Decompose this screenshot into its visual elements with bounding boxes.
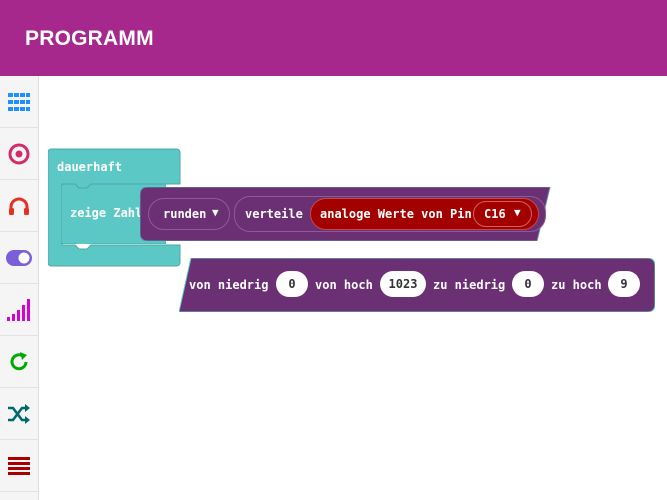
toolbox-category-variables[interactable] <box>0 440 38 492</box>
toolbox-sidebar <box>0 76 39 500</box>
forever-label: dauerhaft <box>57 160 123 174</box>
pin-dropdown[interactable]: C16 ▼ <box>473 201 532 227</box>
analog-read-label: analoge Werte von Pin <box>320 207 472 221</box>
from-high-label: von hoch <box>315 278 373 292</box>
to-low-label: zu niedrig <box>433 278 506 292</box>
from-low-label: von niedrig <box>189 278 269 292</box>
from-low-input[interactable]: 0 <box>276 271 308 297</box>
toolbox-category-basic[interactable] <box>0 76 38 128</box>
grid-icon <box>8 92 30 111</box>
to-low-input[interactable]: 0 <box>512 271 544 297</box>
toolbox-category-input[interactable] <box>0 128 38 180</box>
chevron-down-icon: ▼ <box>514 206 521 219</box>
toolbox-category-loops[interactable] <box>0 336 38 388</box>
pin-dropdown-label: C16 <box>484 207 506 221</box>
signal-icon <box>7 298 30 321</box>
toolbox-category-radio[interactable] <box>0 284 38 336</box>
variables-icon <box>8 456 30 475</box>
round-function-dropdown[interactable]: runden ▼ <box>148 198 230 230</box>
to-high-input[interactable]: 9 <box>608 271 640 297</box>
to-high-label: zu hoch <box>551 278 602 292</box>
block-workspace[interactable]: dauerhaft zeige Zahl runden ▼ verteile a… <box>39 76 667 500</box>
show-number-label: zeige Zahl <box>70 206 143 220</box>
app-header: PROGRAMM <box>0 0 667 76</box>
page-title: PROGRAMM <box>25 27 154 50</box>
target-icon <box>8 143 30 164</box>
forever-block[interactable] <box>48 148 183 270</box>
from-high-input[interactable]: 1023 <box>380 271 426 297</box>
toolbox-category-logic[interactable] <box>0 232 38 284</box>
toggle-icon <box>6 249 32 266</box>
headphones-icon <box>9 197 29 215</box>
toolbox-category-math[interactable] <box>0 388 38 440</box>
chevron-down-icon: ▼ <box>212 206 219 219</box>
round-dropdown-label: runden <box>163 207 207 221</box>
shuffle-icon <box>8 403 30 424</box>
toolbox-category-music[interactable] <box>0 180 38 232</box>
map-label: verteile <box>245 207 303 221</box>
loop-icon <box>10 351 28 370</box>
